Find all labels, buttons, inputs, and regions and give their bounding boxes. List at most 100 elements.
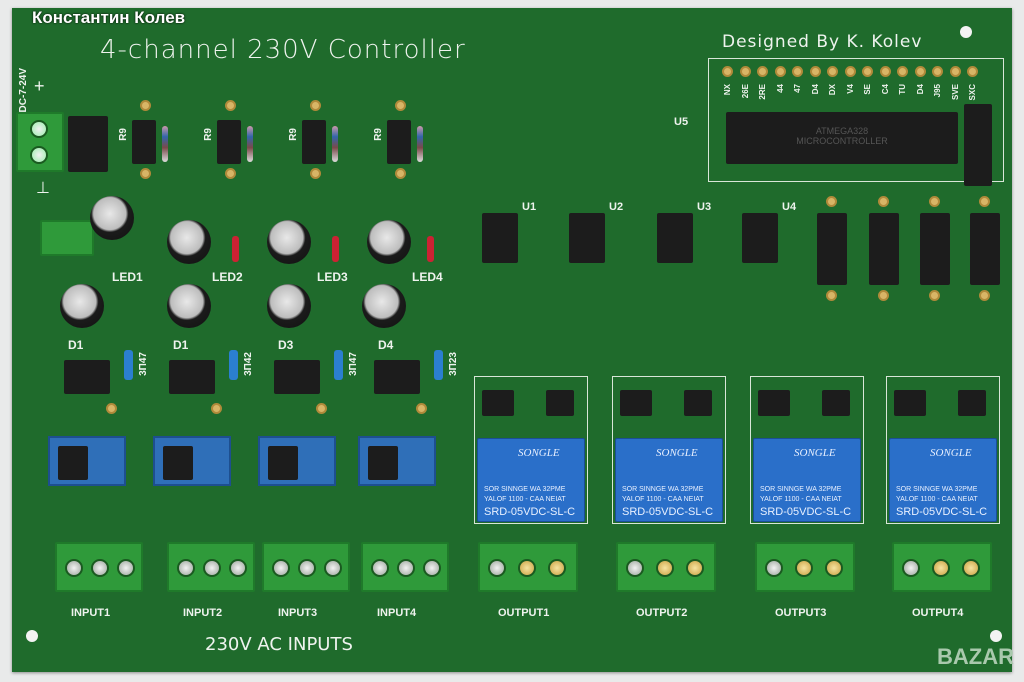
solder-pad: [211, 403, 222, 414]
header-pin-pad[interactable]: [914, 66, 926, 77]
smd-module: [970, 213, 1000, 285]
header-pin-pad[interactable]: [844, 66, 856, 77]
header-pin-pad[interactable]: [862, 66, 873, 77]
relay: SONGLE SOR SINNGE WA 32PME YALOF 1100 - …: [753, 438, 861, 522]
relay-spec: SOR SINNGE WA 32PME: [622, 486, 704, 493]
relay-spec: SOR SINNGE WA 32PME: [484, 486, 566, 493]
header-pin-pad[interactable]: [792, 66, 803, 77]
output-terminal-block[interactable]: [892, 542, 992, 592]
author-watermark: Константин Колев: [32, 8, 186, 27]
transistor-package: [64, 360, 110, 394]
output-label: OUTPUT4: [912, 607, 964, 619]
chip-marking: ATMEGA328: [815, 126, 869, 136]
screw-icon: [30, 120, 48, 138]
resistor-package: [387, 120, 411, 164]
plus-marking: +: [34, 76, 45, 96]
output-label: OUTPUT2: [636, 607, 688, 619]
header-pin-label: 44: [775, 84, 785, 93]
input-label: INPUT2: [183, 607, 223, 619]
header-pin-pad[interactable]: [757, 66, 768, 77]
solder-pad: [979, 196, 990, 207]
input-terminal-block[interactable]: [361, 542, 449, 592]
solder-pad: [878, 196, 889, 207]
output-terminal-block[interactable]: [478, 542, 578, 592]
mounting-hole: [990, 630, 1002, 642]
input-label: INPUT3: [278, 607, 318, 619]
input-terminal-block[interactable]: [262, 542, 350, 592]
solder-pad: [826, 196, 837, 207]
led-label: LED2: [212, 270, 243, 284]
ac-inputs-label: 230V AC INPUTS: [205, 634, 353, 655]
relay-driver-transistor: [482, 390, 514, 416]
zener-label: 3П47: [138, 352, 149, 376]
screw-icon: [30, 146, 48, 164]
screw-icon: [229, 559, 247, 577]
header-pin-pad[interactable]: [809, 66, 821, 77]
transistor-package: [274, 360, 320, 394]
header-pin-pad[interactable]: [739, 66, 751, 77]
screw-icon: [548, 559, 566, 577]
power-terminal-block[interactable]: [16, 112, 64, 172]
screw-icon: [686, 559, 704, 577]
header-pin-pad[interactable]: [827, 66, 838, 77]
solder-pad: [316, 403, 327, 414]
electrolytic-capacitor: [167, 284, 211, 328]
electrolytic-capacitor: [90, 196, 134, 240]
optocoupler-chip: [742, 213, 778, 263]
relay-module-outline: [474, 376, 588, 524]
screw-icon: [177, 559, 195, 577]
header-pin-pad[interactable]: [774, 66, 786, 77]
relay-spec: YALOF 1100 - CAA NEIAT: [896, 496, 978, 503]
header-pin-label: 47: [793, 84, 802, 93]
relay-brand: SONGLE: [656, 447, 698, 459]
relay-driver-transistor: [546, 390, 574, 416]
optocoupler-label: U2: [609, 201, 624, 213]
input-terminal-block[interactable]: [55, 542, 143, 592]
voltage-regulator: [68, 116, 108, 172]
optocoupler-chip: [569, 213, 605, 263]
smd-module: [920, 213, 950, 285]
header-pin-pad[interactable]: [949, 66, 961, 77]
aux-terminal-block[interactable]: [40, 220, 94, 256]
electrolytic-capacitor: [367, 220, 411, 264]
header-pin-pad[interactable]: [967, 66, 978, 77]
input-terminal-block[interactable]: [167, 542, 255, 592]
zener-diode: [124, 350, 133, 380]
output-terminal-block[interactable]: [755, 542, 855, 592]
header-pin-pad[interactable]: [879, 66, 891, 77]
header-pin-pad[interactable]: [722, 66, 733, 77]
input-label: INPUT4: [377, 607, 417, 619]
screw-icon: [656, 559, 674, 577]
optocoupler-label: U1: [522, 201, 537, 213]
solder-pad: [395, 100, 406, 111]
chip-marking: MICROCONTROLLER: [796, 136, 888, 146]
solder-pad: [310, 100, 321, 111]
electrolytic-capacitor: [267, 220, 311, 264]
mounting-hole: [26, 630, 38, 642]
relay-brand: SONGLE: [518, 447, 560, 459]
header-pin-pad[interactable]: [932, 66, 943, 77]
solder-pad: [106, 403, 117, 414]
diode-label: D3: [278, 338, 294, 352]
header-pin-label: 26E: [740, 84, 750, 99]
isp-header[interactable]: [964, 104, 992, 186]
screw-icon: [371, 559, 389, 577]
diode-label: D1: [68, 338, 84, 352]
resistor: [332, 126, 338, 162]
screw-icon: [203, 559, 221, 577]
screw-icon: [423, 559, 441, 577]
optocoupler-label: U3: [697, 201, 712, 213]
header-pin-pad[interactable]: [897, 66, 908, 77]
relay-model: SRD-05VDC-SL-C: [484, 506, 576, 518]
resistor-label: R9: [203, 128, 214, 141]
output-label: OUTPUT3: [775, 607, 827, 619]
optocoupler-chip: [482, 213, 518, 263]
relay-brand: SONGLE: [930, 447, 972, 459]
screw-icon: [932, 559, 950, 577]
screw-icon: [324, 559, 342, 577]
zener-diode: [334, 350, 343, 380]
output-terminal-block[interactable]: [616, 542, 716, 592]
output-label: OUTPUT1: [498, 607, 550, 619]
relay-spec: SOR SINNGE WA 32PME: [896, 486, 978, 493]
zener-diode: [434, 350, 443, 380]
